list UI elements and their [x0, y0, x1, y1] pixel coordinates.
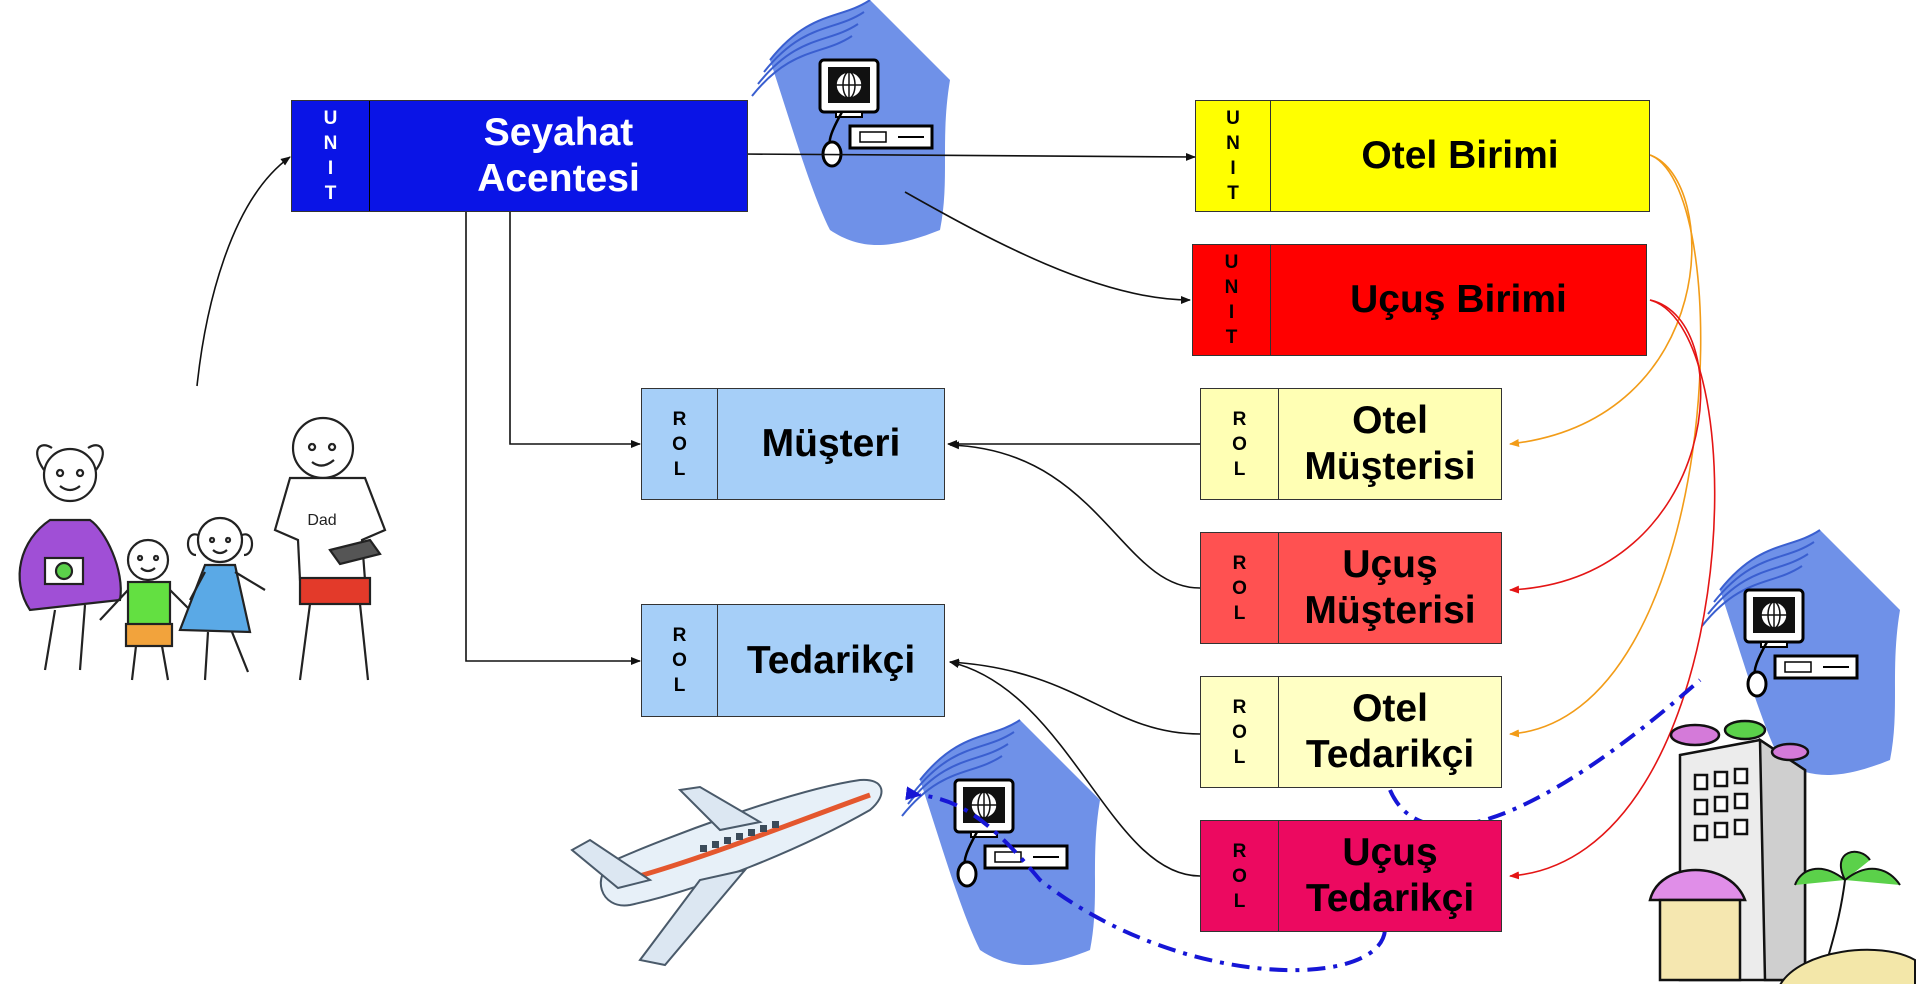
role-customer: R O L Müşteri	[641, 388, 945, 500]
unit-hotel: U N I T Otel Birimi	[1195, 100, 1650, 212]
role-flight-supplier-label: Uçuş Tedarikçi	[1305, 831, 1475, 920]
unit-tag: U N I T	[1193, 245, 1271, 355]
role-hotel-customer: R O L Otel Müşterisi	[1200, 388, 1502, 500]
unit-travel-agency-label: Seyahat Acentesi	[477, 111, 640, 200]
connectors-flight-unit	[1509, 299, 1716, 880]
dashed-communication-paths	[905, 678, 1702, 973]
role-flight-customer-label: Uçuş Müşterisi	[1304, 543, 1476, 632]
role-supplier-label: Tedarikçi	[746, 638, 916, 682]
computer-icon-top	[751, 0, 951, 246]
role-tag: R O L	[1201, 677, 1279, 787]
unit-tag: U N I T	[1196, 101, 1271, 211]
role-tag: R O L	[642, 389, 718, 499]
unit-travel-agency: U N I T Seyahat Acentesi	[291, 100, 748, 212]
unit-tag: U N I T	[292, 101, 370, 211]
role-tag: R O L	[1201, 533, 1279, 643]
role-customer-label: Müşteri	[761, 422, 901, 465]
role-flight-supplier: R O L Uçuş Tedarikçi	[1200, 820, 1502, 932]
role-tag: R O L	[1201, 389, 1279, 499]
role-supplier: R O L Tedarikçi	[641, 604, 945, 717]
unit-flight-label: Uçuş Birimi	[1350, 278, 1567, 321]
connectors-black	[196, 152, 1201, 877]
family-icon: Dad	[18, 416, 387, 681]
role-hotel-customer-label: Otel Müşterisi	[1304, 399, 1476, 488]
computer-icon-left	[112, 290, 310, 535]
computer-icon-right	[1701, 529, 1901, 776]
hotel-icon	[1648, 719, 1810, 982]
unit-flight: U N I T Uçuş Birimi	[1192, 244, 1647, 356]
connectors-hotel-unit	[1509, 154, 1702, 738]
palm-tree-icon	[1779, 850, 1916, 984]
airplane-icon	[570, 778, 883, 967]
role-flight-customer: R O L Uçuş Müşterisi	[1200, 532, 1502, 644]
unit-hotel-label: Otel Birimi	[1361, 134, 1559, 177]
dad-shirt-text: Dad	[307, 512, 336, 529]
role-hotel-supplier-label: Otel Tedarikçi	[1305, 687, 1475, 776]
role-hotel-supplier: R O L Otel Tedarikçi	[1200, 676, 1502, 788]
role-tag: R O L	[642, 605, 718, 716]
role-tag: R O L	[1201, 821, 1279, 931]
